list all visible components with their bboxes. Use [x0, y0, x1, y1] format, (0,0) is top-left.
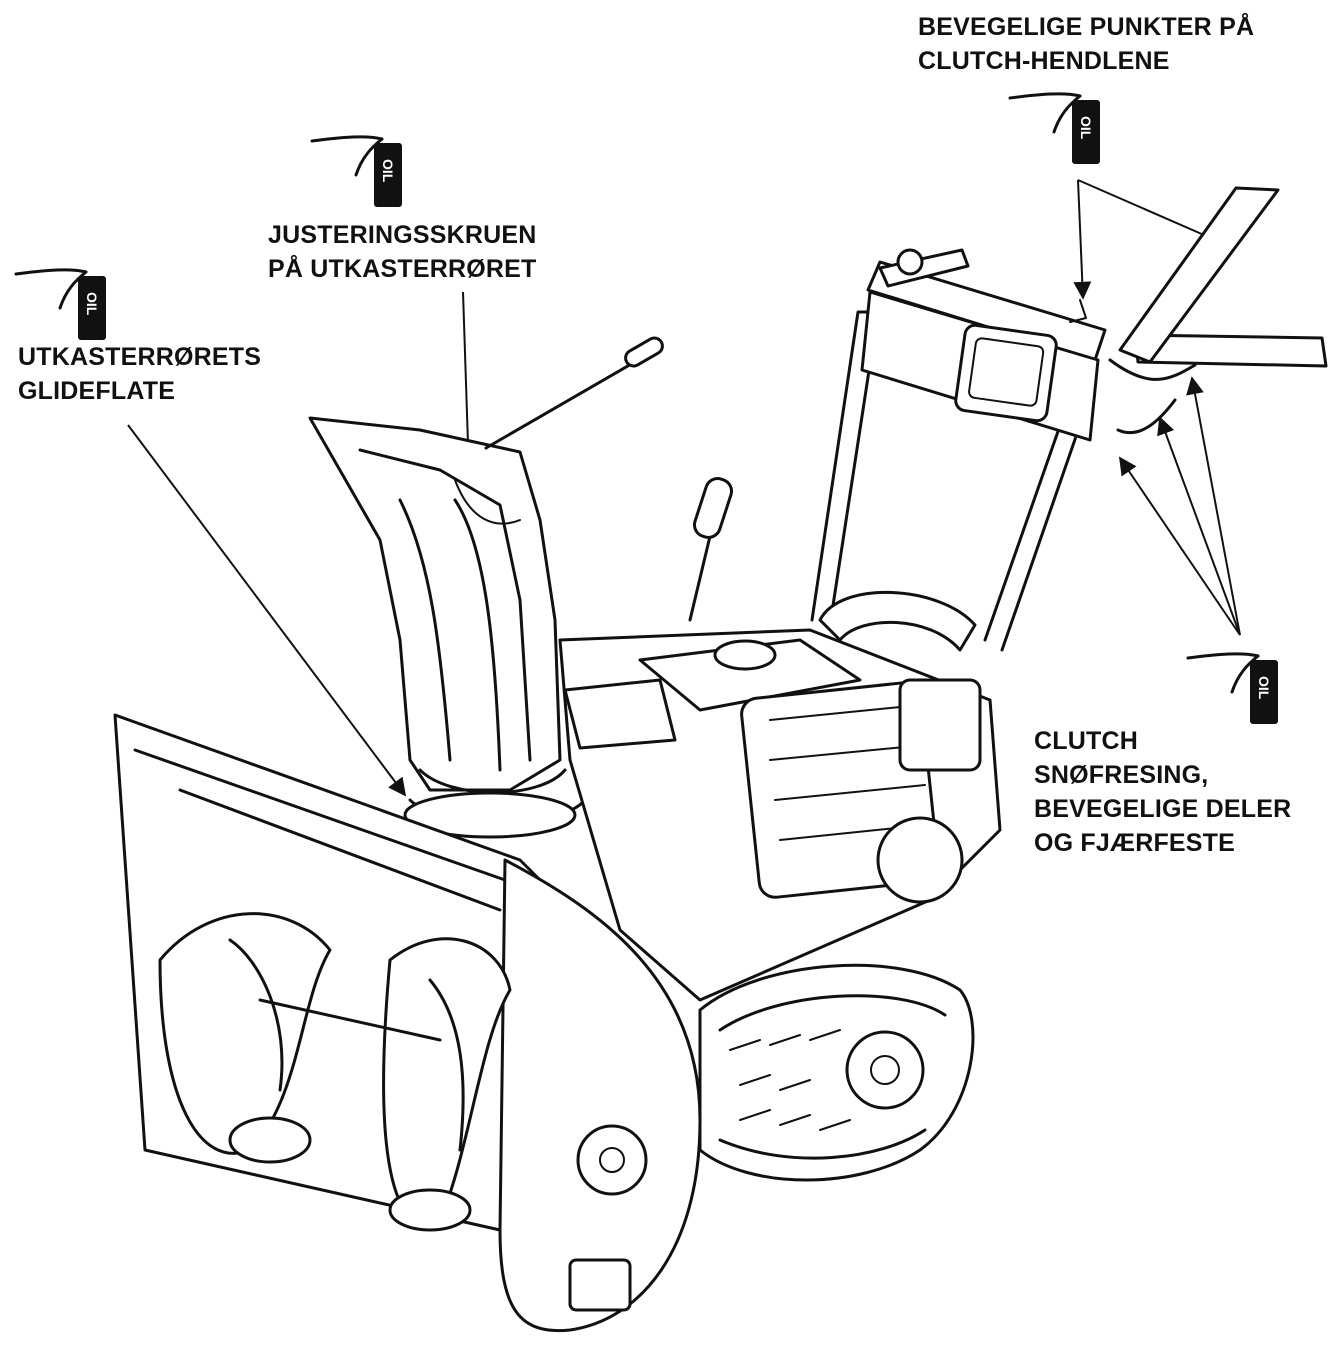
svg-text:OIL: OIL	[380, 159, 396, 183]
svg-text:OIL: OIL	[1256, 676, 1272, 700]
oil-can-icon: OIL	[14, 268, 106, 340]
handlebar-assembly	[810, 186, 1328, 652]
discharge-chute	[308, 336, 664, 839]
label-chute-surface: UTKASTERRØRETS GLIDEFLATE	[18, 340, 261, 408]
oil-can-icon: OIL	[310, 135, 402, 207]
auger-housing	[113, 713, 702, 1333]
label-line: JUSTERINGSSKRUEN	[268, 221, 537, 249]
oil-can-icon: OIL	[1008, 92, 1100, 164]
label-line: BEVEGELIGE PUNKTER PÅ	[918, 13, 1255, 41]
track-assembly	[698, 963, 975, 1182]
label-line: UTKASTERRØRETS	[18, 343, 262, 371]
label-line: SNØFRESING,	[1034, 761, 1209, 789]
engine-body	[558, 477, 1002, 1002]
label-pivot-points: BEVEGELIGE PUNKTER PÅ CLUTCH-HENDLENE	[918, 10, 1254, 78]
label-line: CLUTCH	[1034, 727, 1138, 755]
label-line: OG FJÆRFESTE	[1034, 829, 1236, 857]
label-line: BEVEGELIGE DELER	[1034, 795, 1292, 823]
label-line: PÅ UTKASTERRØRET	[268, 255, 537, 283]
svg-text:OIL: OIL	[1078, 116, 1094, 140]
leader-arrows	[127, 179, 1241, 797]
oil-can-icon: OIL	[1186, 652, 1278, 724]
label-line: GLIDEFLATE	[18, 377, 176, 405]
label-line: CLUTCH-HENDLENE	[918, 47, 1170, 75]
svg-text:OIL: OIL	[84, 292, 100, 316]
label-clutch-parts: CLUTCH SNØFRESING, BEVEGELIGE DELER OG F…	[1034, 724, 1291, 860]
label-adjust-screw: JUSTERINGSSKRUEN PÅ UTKASTERRØRET	[268, 218, 537, 286]
